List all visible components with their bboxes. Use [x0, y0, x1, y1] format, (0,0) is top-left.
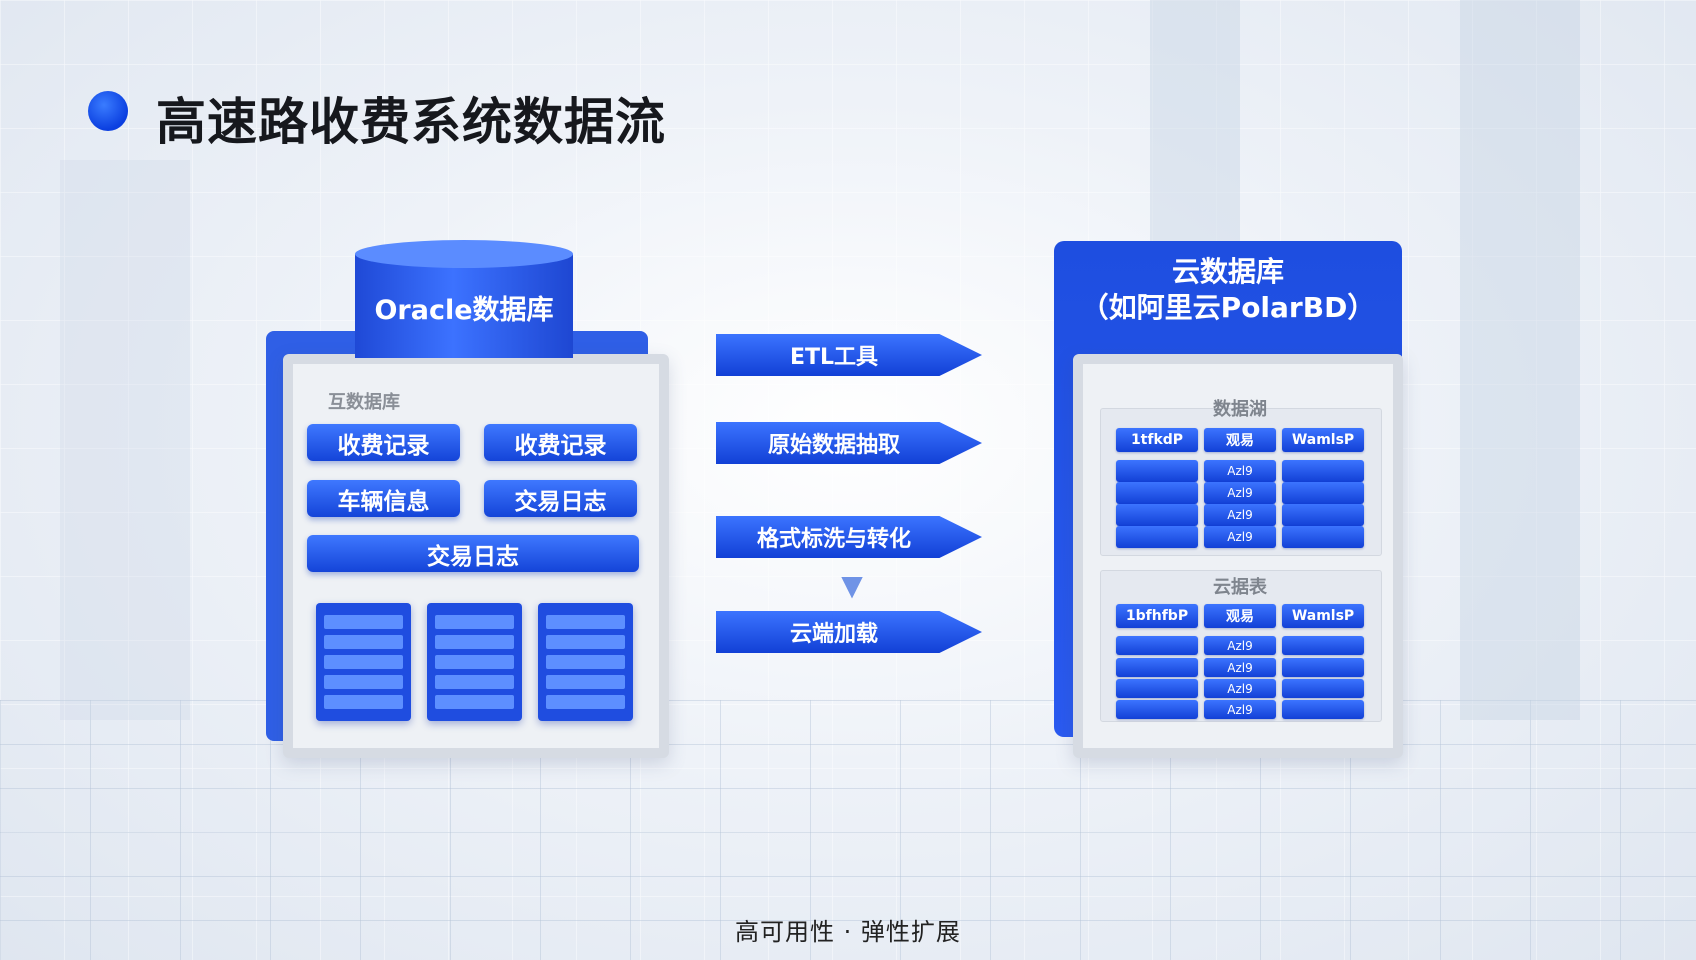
source-table-pill: 收费记录 — [307, 424, 460, 461]
flow-step-arrow: 原始数据抽取 — [716, 422, 982, 464]
table-cell — [1116, 460, 1198, 482]
table-header-cell: 观易 — [1204, 428, 1276, 452]
table-cell: Azl9 — [1204, 679, 1276, 698]
source-table-pill: 交易日志 — [307, 535, 639, 572]
table-cell — [1116, 700, 1198, 719]
table-cell — [1116, 526, 1198, 548]
table-cell: Azl9 — [1204, 700, 1276, 719]
table-cell — [1116, 504, 1198, 526]
cylinder-body — [355, 254, 573, 358]
table-cell — [1282, 658, 1364, 677]
down-arrow-icon: ▼ — [841, 569, 863, 602]
source-table-pill: 交易日志 — [484, 480, 637, 517]
flow-step-arrow: 格式标洗与转化 — [716, 516, 982, 558]
page-title: 高速路收费系统数据流 — [156, 93, 666, 151]
source-table-pill: 收费记录 — [484, 424, 637, 461]
table-cell: Azl9 — [1204, 526, 1276, 548]
server-rack-icon — [316, 603, 411, 721]
table-header-cell: WamlsP — [1282, 428, 1364, 452]
table-cell: Azl9 — [1204, 658, 1276, 677]
table-cell — [1282, 460, 1364, 482]
table-label: 数据湖 — [1213, 399, 1267, 420]
table-header-cell: 1tfkdP — [1116, 428, 1198, 452]
table-cell — [1282, 482, 1364, 504]
cloud-db-title: 云数据库 （如阿里云PolarBD） — [1054, 254, 1402, 326]
table-cell: Azl9 — [1204, 460, 1276, 482]
database-cylinder-icon: Oracle数据库 — [355, 240, 573, 358]
table-header-cell: 观易 — [1204, 604, 1276, 628]
table-cell — [1116, 658, 1198, 677]
cloud-db-title-line1: 云数据库 — [1171, 255, 1284, 288]
table-cell — [1282, 526, 1364, 548]
table-cell — [1282, 700, 1364, 719]
table-cell: Azl9 — [1204, 482, 1276, 504]
source-db-name: Oracle数据库 — [374, 295, 554, 326]
table-cell — [1116, 679, 1198, 698]
flow-step-arrow: 云端加载 — [716, 611, 982, 653]
source-table-pill: 车辆信息 — [307, 480, 460, 517]
table-cell — [1116, 482, 1198, 504]
footer-tagline: 高可用性 · 弹性扩展 — [735, 918, 961, 946]
flow-step-arrow: ETL工具 — [716, 334, 982, 376]
table-cell: Azl9 — [1204, 504, 1276, 526]
background-pillar — [60, 160, 190, 720]
cloud-db-title-line2: （如阿里云PolarBD） — [1080, 291, 1376, 324]
table-cell — [1282, 636, 1364, 655]
title-bullet-icon — [88, 91, 128, 131]
cylinder-top — [355, 240, 573, 268]
table-header-cell: 1bfhfbP — [1116, 604, 1198, 628]
table-cell: Azl9 — [1204, 636, 1276, 655]
table-header-cell: WamlsP — [1282, 604, 1364, 628]
background-pillar — [1460, 0, 1580, 720]
server-rack-icon — [538, 603, 633, 721]
table-cell — [1282, 504, 1364, 526]
background-floor — [0, 700, 1696, 960]
source-db-subtitle: 互数据库 — [328, 392, 400, 413]
table-cell — [1116, 636, 1198, 655]
server-rack-icon — [427, 603, 522, 721]
table-cell — [1282, 679, 1364, 698]
table-label: 云据表 — [1213, 577, 1267, 598]
